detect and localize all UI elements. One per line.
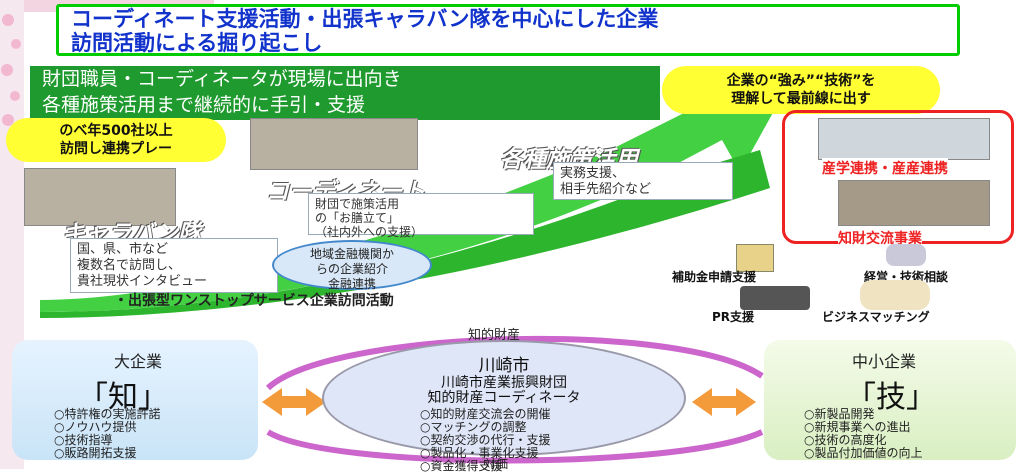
subsidy-label: 補助金申請支援	[672, 270, 757, 284]
list-item: ○新規事業への進出	[804, 420, 911, 434]
list-item: ○特許権の実施許諾	[54, 407, 161, 421]
list-item: ○新製品開発	[804, 407, 875, 421]
finance-line-3: 金融連携	[327, 277, 376, 291]
caravan-note-line-1: 国、県、市など	[77, 242, 169, 257]
visits-line-2: 訪問し連携プレー	[60, 141, 172, 157]
visits-callout: のべ年500社以上 訪問し連携プレー	[6, 118, 226, 162]
title-line-2: 訪問活動による掘り起こし	[71, 31, 323, 55]
finance-bubble: 地域金融機関か らの企業紹介 金融連携	[272, 240, 432, 291]
list-item: ○ノウハウ提供	[54, 420, 137, 434]
matching-label: ビジネスマッチング	[822, 310, 930, 324]
finance-line-2: らの企業紹介	[315, 262, 388, 276]
list-item: ○契約交渉の代行・支援	[420, 433, 551, 447]
policy-note-line-2: 相手先紹介など	[560, 182, 652, 197]
large-company-title: 大企業	[114, 352, 163, 371]
finance-line-1: 地域金融機関か	[309, 247, 394, 261]
technology-char: 「技」	[846, 380, 936, 415]
coordinate-note-line-1: 財団で施策活用	[315, 197, 400, 211]
industry-collab-label: 産学連携・産産連携	[822, 158, 948, 178]
knowledge-char: 「知」	[78, 380, 168, 415]
center-list: ○知的財産交流会の開催 ○マッチングの調整 ○契約交渉の代行・支援 ○製品化・事…	[420, 408, 684, 473]
sme-list: ○新製品開発 ○新規事業への進出 ○技術の高度化 ○製品付加価値の向上	[804, 408, 922, 460]
list-item: ○マッチングの調整	[420, 420, 527, 434]
caravan-note-line-2: 複数名で訪問し、	[77, 258, 182, 273]
consultation-icon	[886, 244, 926, 266]
pr-label: PR支援	[712, 310, 755, 324]
visits-line-1: のべ年500社以上	[59, 123, 173, 139]
policy-note: 実務支援、 相手先紹介など	[553, 162, 733, 200]
strength-line-2: 理解して最前線に出す	[731, 91, 871, 107]
staff-support-banner: 財団職員・コーディネータが現場に出向き 各種施策活用まで継続的に手引・支援	[30, 66, 660, 120]
right-exchange-arrow	[692, 388, 756, 416]
list-item: ○知的財産交流会の開催	[420, 407, 551, 421]
foundation-name: 川崎市産業振興財団	[441, 375, 567, 391]
kawasaki-center: 川崎市 川崎市産業振興財団 知的財産コーディネータ ○知的財産交流会の開催 ○マ…	[322, 340, 686, 473]
large-company-list: ○特許権の実施許諾 ○ノウハウ提供 ○技術指導 ○販路開拓支援	[54, 408, 160, 460]
strength-line-1: 企業の“強み”“技術”を	[726, 73, 876, 89]
handshake-photo	[838, 180, 990, 226]
payment-flow-label: 対価	[484, 457, 509, 471]
coordinate-note-line-3: （社内外への支援）	[315, 225, 424, 239]
left-exchange-arrow	[262, 388, 326, 416]
payment-flow-arc	[266, 429, 764, 464]
large-company-card: 大企業 「知」 ○特許権の実施許諾 ○ノウハウ提供 ○技術指導 ○販路開拓支援	[12, 340, 258, 460]
matching-icon	[860, 280, 930, 310]
coordinator-name: 知的財産コーディネータ	[427, 390, 581, 406]
caravan-note-line-3: 貴社現状インタビュー	[77, 274, 208, 289]
banner-line-1: 財団職員・コーディネータが現場に出向き	[42, 68, 402, 90]
page-title: コーディネート支援活動・出張キャラバン隊を中心にした企業 訪問活動による掘り起こ…	[56, 4, 960, 56]
caravan-meeting-illustration	[24, 168, 176, 226]
kawasaki-title: 川崎市	[478, 356, 530, 376]
equipment-photo	[818, 118, 990, 160]
sme-title: 中小企業	[852, 352, 917, 371]
title-line-1: コーディネート支援活動・出張キャラバン隊を中心にした企業	[71, 7, 659, 31]
list-item: ○販路開拓支援	[54, 446, 137, 460]
policy-note-line-1: 実務支援、	[560, 166, 626, 181]
meeting-photo	[250, 118, 418, 170]
list-item: ○技術の高度化	[804, 433, 887, 447]
sme-card: 中小企業 「技」 ○新製品開発 ○新規事業への進出 ○技術の高度化 ○製品付加価…	[764, 340, 1016, 460]
ledger-icon	[736, 244, 774, 272]
list-item: ○製品付加価値の向上	[804, 446, 923, 460]
list-item: ○資金獲得支援	[420, 459, 503, 473]
camera-icon	[740, 286, 810, 310]
caravan-note: 国、県、市など 複数名で訪問し、 貴社現状インタビュー	[70, 238, 278, 293]
coordinate-note: 財団で施策活用 の「お膳立て」 （社内外への支援）	[308, 193, 534, 239]
ip-exchange-label: 知財交流事業	[838, 228, 922, 248]
strength-callout: 企業の“強み”“技術”を 理解して最前線に出す	[662, 66, 940, 114]
list-item: ○技術指導	[54, 433, 113, 447]
coordinate-note-line-2: の「お膳立て」	[315, 211, 400, 225]
banner-line-2: 各種施策活用まで継続的に手引・支援	[42, 94, 366, 116]
list-item: ○製品化・事業化支援	[420, 446, 539, 460]
onestop-caption: ・出張型ワンストップサービス企業訪問活動	[114, 293, 394, 309]
